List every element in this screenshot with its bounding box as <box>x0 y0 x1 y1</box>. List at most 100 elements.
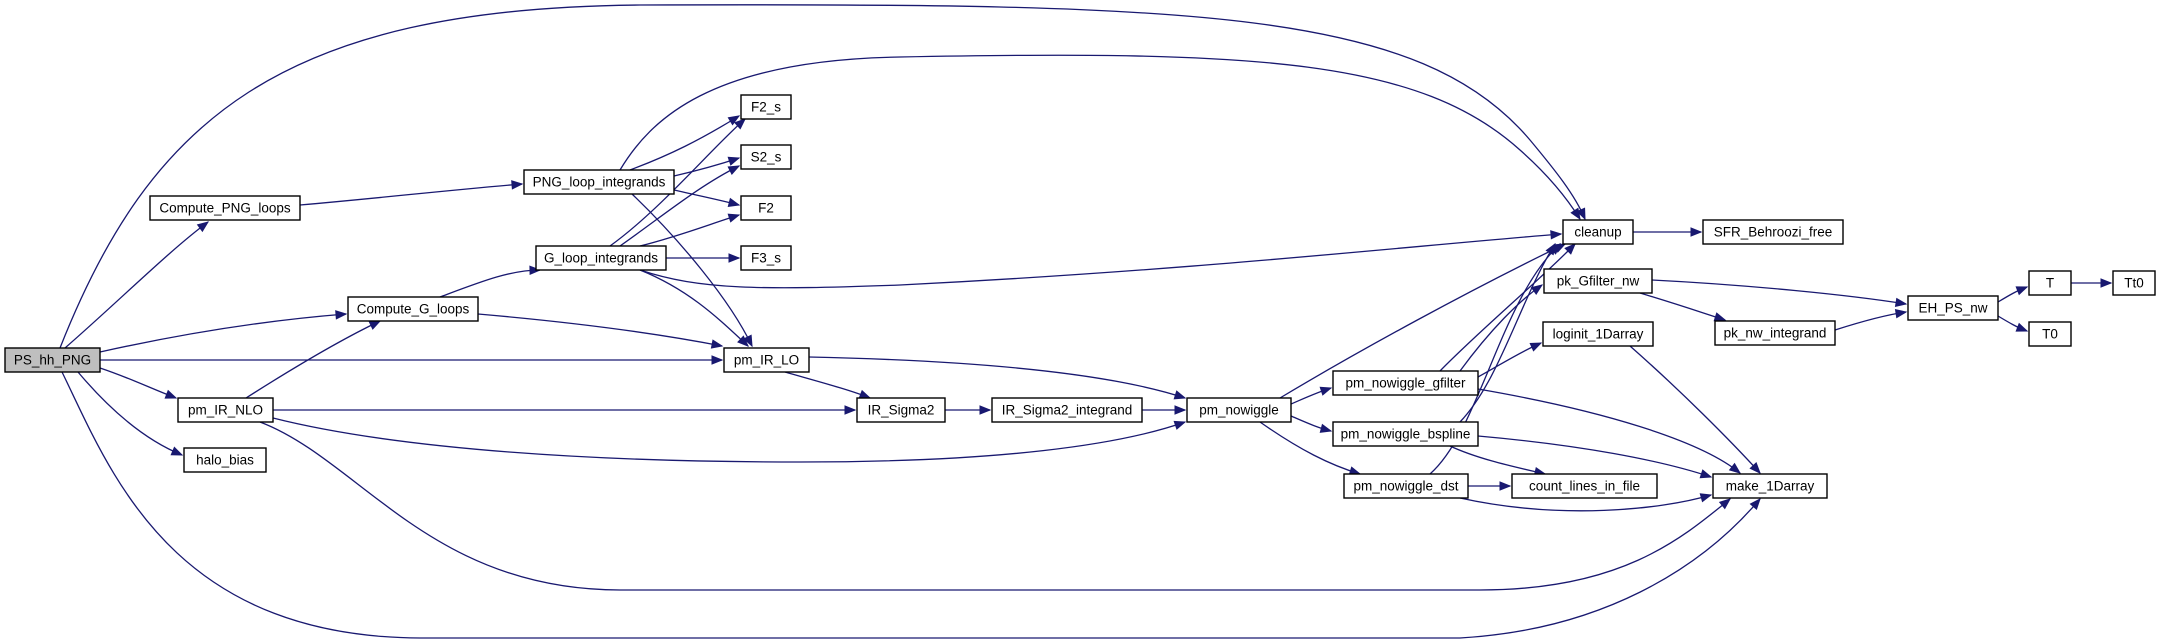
node-label: loginit_1Darray <box>1553 327 1644 342</box>
node-ps-hh-png[interactable]: PS_hh_PNG <box>4 347 101 373</box>
node-sfr-behroozi-free[interactable]: SFR_Behroozi_free <box>1702 219 1844 245</box>
node-t[interactable]: T <box>2028 270 2072 296</box>
node-count-lines-in-file[interactable]: count_lines_in_file <box>1511 473 1658 499</box>
node-eh-ps-nw[interactable]: EH_PS_nw <box>1907 295 1999 321</box>
node-box[interactable] <box>1562 219 1634 245</box>
node-box[interactable] <box>991 397 1143 423</box>
edge-arrowhead <box>737 335 749 347</box>
node-compute-png-loops[interactable]: Compute_PNG_loops <box>149 195 301 221</box>
edge-pm_nowiggle-to-pm_nowiggle_bspline <box>1290 415 1333 433</box>
node-f2[interactable]: F2 <box>740 195 792 221</box>
edge-arrowhead <box>1549 243 1561 255</box>
node-label: PS_hh_PNG <box>14 353 91 368</box>
node-box[interactable] <box>1702 219 1844 245</box>
edge-arrowhead <box>1499 481 1512 491</box>
node-box[interactable] <box>1332 370 1479 396</box>
edge-cleanup-to-SFR_Behroozi_free <box>1633 227 1703 237</box>
node-box[interactable] <box>2112 270 2156 296</box>
node-png-loop-integrands[interactable]: PNG_loop_integrands <box>523 169 675 195</box>
edge-line <box>1459 494 1712 512</box>
node-box[interactable] <box>740 195 792 221</box>
node-box[interactable] <box>740 245 792 271</box>
edge-line <box>439 269 541 298</box>
edge-line <box>272 417 1186 463</box>
node-f2-s[interactable]: F2_s <box>740 94 792 120</box>
edge-line <box>639 269 749 347</box>
node-box[interactable] <box>1714 320 1836 346</box>
edge-arrowhead <box>711 355 724 365</box>
node-ir-sigma2[interactable]: IR_Sigma2 <box>856 397 946 423</box>
node-box[interactable] <box>2028 321 2072 347</box>
node-box[interactable] <box>4 347 101 373</box>
node-ir-sigma2-integrand[interactable]: IR_Sigma2_integrand <box>991 397 1143 423</box>
node-box[interactable] <box>2028 270 2072 296</box>
node-g-loop-integrands[interactable]: G_loop_integrands <box>535 245 667 271</box>
node-box[interactable] <box>1542 321 1654 347</box>
node-label: pm_nowiggle_gfilter <box>1345 376 1466 391</box>
node-pk-gfilter-nw[interactable]: pk_Gfilter_nw <box>1543 268 1653 294</box>
edge-arrowhead <box>728 253 741 263</box>
node-box[interactable] <box>1712 473 1828 499</box>
node-box[interactable] <box>856 397 946 423</box>
node-box[interactable] <box>347 296 479 322</box>
edge-pk_Gfilter_nw-to-EH_PS_nw <box>1651 279 1908 308</box>
node-pm-nowiggle-gfilter[interactable]: pm_nowiggle_gfilter <box>1332 370 1479 396</box>
node-box[interactable] <box>1907 295 1999 321</box>
node-label: F3_s <box>751 251 781 266</box>
node-halo-bias[interactable]: halo_bias <box>183 447 267 473</box>
node-compute-g-loops[interactable]: Compute_G_loops <box>347 296 479 322</box>
node-box[interactable] <box>535 245 667 271</box>
node-box[interactable] <box>523 169 675 195</box>
edge-pm_nowiggle-to-pm_nowiggle_gfilter <box>1290 386 1333 405</box>
node-box[interactable] <box>1543 268 1653 294</box>
edge-pm_nowiggle_dst-to-make_1Darray <box>1459 493 1713 512</box>
node-label: F2_s <box>751 100 781 115</box>
node-box[interactable] <box>177 397 274 423</box>
node-box[interactable] <box>149 195 301 221</box>
node-pm-nowiggle-bspline[interactable]: pm_nowiggle_bspline <box>1332 421 1479 447</box>
node-label: Compute_G_loops <box>357 302 470 317</box>
node-box[interactable] <box>740 94 792 120</box>
node-loginit-1darray[interactable]: loginit_1Darray <box>1542 321 1654 347</box>
node-box[interactable] <box>1511 473 1658 499</box>
edge-arrowhead <box>1173 390 1187 400</box>
node-label: pk_Gfilter_nw <box>1557 274 1640 289</box>
node-make-1darray[interactable]: make_1Darray <box>1712 473 1828 499</box>
node-box[interactable] <box>740 144 792 170</box>
edge-pm_nowiggle_dst-to-count_lines_in_file <box>1468 481 1512 491</box>
node-label: IR_Sigma2_integrand <box>1002 403 1133 418</box>
edge-pm_IR_NLO-to-pm_nowiggle <box>272 417 1187 463</box>
edge-arrowhead <box>1550 230 1563 240</box>
edge-G_loop_integrands-to-S2_s <box>619 165 741 247</box>
edge-arrowhead <box>1576 207 1586 221</box>
edge-arrowhead <box>1564 243 1576 255</box>
edge-line <box>629 115 740 171</box>
edge-pm_IR_NLO-to-IR_Sigma2 <box>273 405 857 415</box>
edge-line <box>77 371 183 456</box>
node-box[interactable] <box>723 347 810 373</box>
node-pm-ir-nlo[interactable]: pm_IR_NLO <box>177 397 274 423</box>
edge-arrowhead <box>727 156 741 166</box>
edge-IR_Sigma2-to-IR_Sigma2_integrand <box>945 405 992 415</box>
edge-arrowhead <box>335 310 348 320</box>
node-pm-nowiggle[interactable]: pm_nowiggle <box>1186 397 1292 423</box>
node-box[interactable] <box>183 447 267 473</box>
node-box[interactable] <box>1343 473 1469 499</box>
node-pk-nw-integrand[interactable]: pk_nw_integrand <box>1714 320 1836 346</box>
edge-pm_nowiggle_gfilter-to-pk_Gfilter_nw <box>1459 284 1544 372</box>
node-box[interactable] <box>1186 397 1292 423</box>
edge-line <box>64 221 209 349</box>
node-label: F2 <box>758 201 774 216</box>
node-t0[interactable]: T0 <box>2028 321 2072 347</box>
node-s2-s[interactable]: S2_s <box>740 144 792 170</box>
node-tt0[interactable]: Tt0 <box>2112 270 2156 296</box>
node-pm-nowiggle-dst[interactable]: pm_nowiggle_dst <box>1343 473 1469 499</box>
node-label: EH_PS_nw <box>1918 301 1987 316</box>
node-f3-s[interactable]: F3_s <box>740 245 792 271</box>
node-cleanup[interactable]: cleanup <box>1562 219 1634 245</box>
node-pm-ir-lo[interactable]: pm_IR_LO <box>723 347 810 373</box>
edge-line <box>784 371 871 399</box>
node-box[interactable] <box>1332 421 1479 447</box>
edge-arrowhead <box>979 405 992 415</box>
edge-IR_Sigma2_integrand-to-pm_nowiggle <box>1142 405 1187 415</box>
